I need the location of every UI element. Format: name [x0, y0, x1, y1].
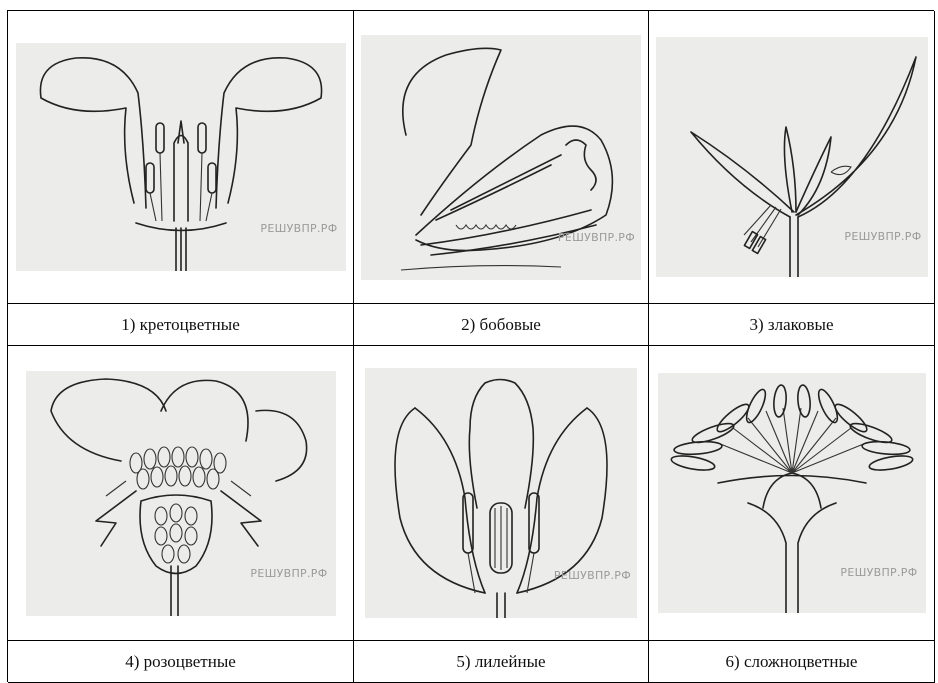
watermark: РЕШУВПР.РФ — [554, 569, 631, 582]
flower-family-label: 6) сложноцветные — [726, 652, 858, 672]
watermark: РЕШУВПР.РФ — [558, 231, 635, 244]
flower-family-label: 3) злаковые — [749, 315, 833, 335]
lily-flower-diagram-icon: РЕШУВПР.РФ — [365, 368, 637, 618]
flower-family-label: 2) бобовые — [461, 315, 541, 335]
cell-image-1: РЕШУВПР.РФ — [8, 11, 354, 304]
grass-flower-diagram-icon: РЕШУВПР.РФ — [656, 37, 928, 277]
cruciferous-flower-svg — [16, 43, 346, 271]
cell-image-4: РЕШУВПР.РФ — [8, 346, 354, 641]
watermark: РЕШУВПР.РФ — [840, 566, 917, 579]
watermark: РЕШУВПР.РФ — [250, 567, 327, 580]
flower-family-label: 1) кретоцветные — [121, 315, 240, 335]
cell-label-4: 4) розоцветные — [8, 641, 354, 683]
cell-label-1: 1) кретоцветные — [8, 304, 354, 346]
legume-flower-diagram-icon: РЕШУВПР.РФ — [361, 35, 641, 280]
cell-label-6: 6) сложноцветные — [649, 641, 935, 683]
cell-image-5: РЕШУВПР.РФ — [354, 346, 649, 641]
cell-image-3: РЕШУВПР.РФ — [649, 11, 935, 304]
cell-label-5: 5) лилейные — [354, 641, 649, 683]
composite-flower-diagram-icon: РЕШУВПР.РФ — [658, 373, 926, 613]
watermark: РЕШУВПР.РФ — [260, 222, 337, 235]
cell-label-2: 2) бобовые — [354, 304, 649, 346]
cell-label-3: 3) злаковые — [649, 304, 935, 346]
watermark: РЕШУВПР.РФ — [844, 230, 921, 243]
cell-image-6: РЕШУВПР.РФ — [649, 346, 935, 641]
flower-family-label: 4) розоцветные — [125, 652, 236, 672]
cell-image-2: РЕШУВПР.РФ — [354, 11, 649, 304]
cruciferous-flower-diagram-icon: РЕШУВПР.РФ — [16, 43, 346, 271]
flower-table: РЕШУВПР.РФ РЕШУВПР.РФ — [7, 10, 934, 682]
rose-flower-diagram-icon: РЕШУВПР.РФ — [26, 371, 336, 616]
flower-family-label: 5) лилейные — [456, 652, 545, 672]
